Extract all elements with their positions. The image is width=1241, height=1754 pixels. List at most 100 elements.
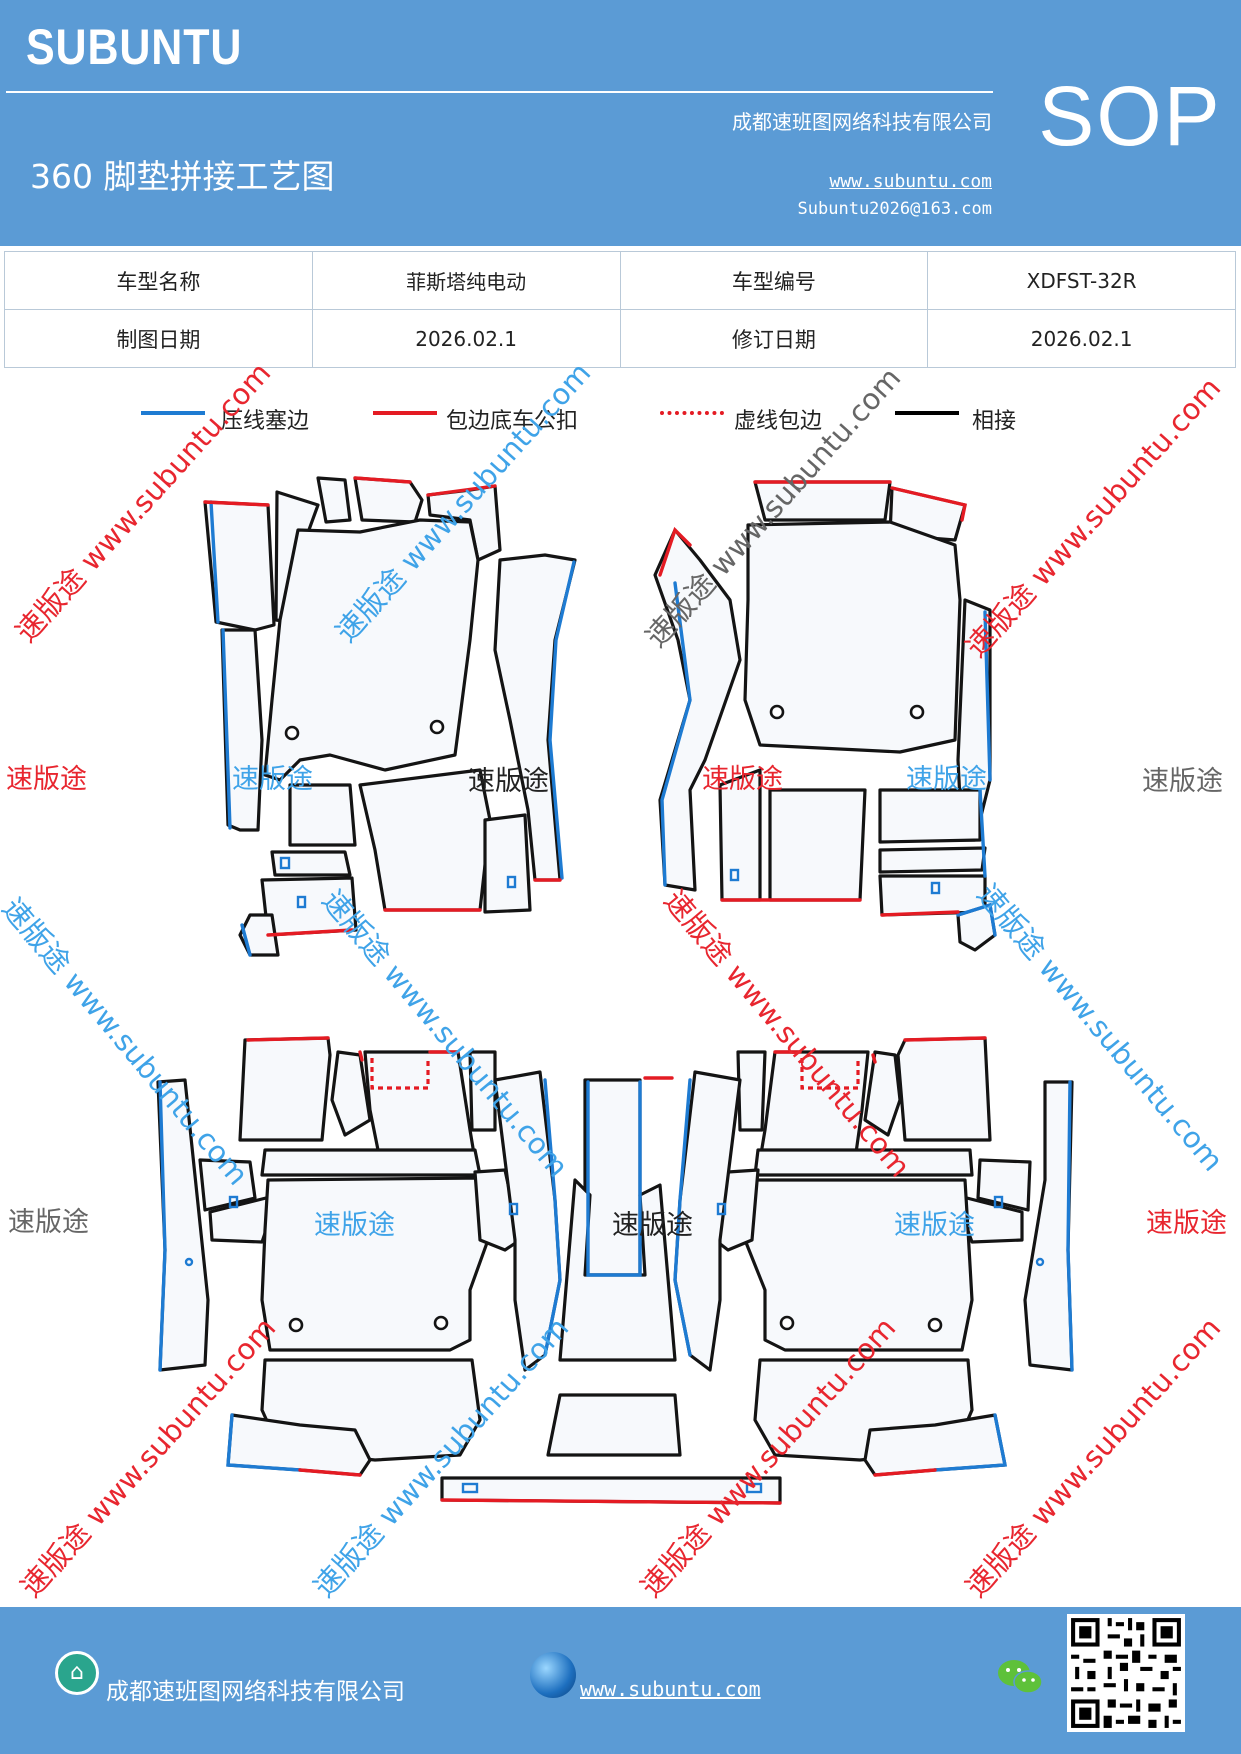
footer-company-name: 成都速班图网络科技有限公司 bbox=[106, 1679, 405, 1705]
mat-piece bbox=[768, 788, 867, 902]
clip-slot bbox=[184, 1257, 194, 1267]
fixing-hole bbox=[429, 719, 445, 735]
fixing-hole bbox=[284, 725, 300, 741]
mat-piece bbox=[878, 788, 982, 844]
mat-piece bbox=[583, 1078, 642, 1277]
legend-label: 相接 bbox=[972, 409, 1017, 434]
header-divider bbox=[6, 91, 993, 93]
mat-piece bbox=[1023, 1080, 1074, 1372]
legend-label: 压线塞边 bbox=[221, 409, 310, 434]
mat-piece bbox=[260, 1148, 482, 1177]
mat-piece bbox=[878, 846, 987, 874]
footer-banner: ⌂ 成都速班图网络科技有限公司 www.subuntu.com bbox=[0, 1607, 1241, 1754]
mat-piece bbox=[718, 768, 762, 902]
mat-piece bbox=[976, 1158, 1032, 1212]
clip-slot bbox=[461, 1482, 479, 1494]
home-icon: ⌂ bbox=[55, 1651, 99, 1695]
table-row: 制图日期 2026.02.1 修订日期 2026.02.1 bbox=[4, 309, 1236, 368]
fixing-hole bbox=[433, 1315, 449, 1331]
mat-piece bbox=[753, 480, 892, 522]
wechat-icon bbox=[998, 1660, 1043, 1694]
clip-slot bbox=[508, 1202, 519, 1216]
pressed-edge-line bbox=[158, 1078, 562, 1472]
mat-piece bbox=[736, 1050, 767, 1132]
clip-slot bbox=[729, 868, 740, 882]
table-cell-label: 制图日期 bbox=[4, 309, 313, 368]
table-cell-label: 修订日期 bbox=[619, 309, 929, 368]
fixing-hole bbox=[769, 704, 785, 720]
clip-slot bbox=[745, 1482, 763, 1494]
binding-edge-line bbox=[440, 1498, 782, 1505]
table-cell-value: 菲斯塔纯电动 bbox=[311, 251, 621, 310]
mat-piece bbox=[238, 1036, 332, 1142]
document-title: 360 脚垫拼接工艺图 bbox=[30, 157, 335, 196]
table-cell-label: 车型编号 bbox=[619, 251, 929, 310]
brand-logo: SUBUNTU bbox=[26, 19, 243, 75]
table-cell-value: XDFST-32R bbox=[927, 251, 1236, 310]
fixing-hole bbox=[288, 1317, 304, 1333]
fixing-hole bbox=[909, 704, 925, 720]
mat-piece bbox=[758, 1050, 870, 1162]
table-cell-label: 车型名称 bbox=[4, 251, 313, 310]
clip-slot bbox=[993, 1195, 1004, 1209]
legend-label: 虚线包边 bbox=[734, 409, 823, 434]
legend-swatch-black bbox=[895, 411, 959, 415]
vehicle-info-table: 车型名称 菲斯塔纯电动 车型编号 XDFST-32R 制图日期 2026.02.… bbox=[4, 251, 1236, 368]
legend-swatch-blue bbox=[141, 411, 205, 415]
mat-piece bbox=[238, 913, 280, 957]
mat-piece bbox=[753, 1148, 974, 1177]
table-row: 车型名称 菲斯塔纯电动 车型编号 XDFST-32R bbox=[4, 251, 1236, 310]
mat-piece bbox=[198, 1158, 257, 1212]
clip-slot bbox=[716, 1202, 727, 1216]
mat-piece bbox=[743, 1178, 974, 1352]
mat-piece bbox=[546, 1393, 682, 1457]
mat-piece bbox=[220, 628, 264, 832]
legend-swatch-dashed-red bbox=[660, 411, 724, 415]
dashed-binding-line bbox=[370, 1058, 430, 1090]
globe-icon bbox=[530, 1652, 576, 1698]
mat-piece bbox=[363, 1050, 477, 1162]
mat-piece bbox=[263, 518, 480, 782]
header-website-link[interactable]: www.subuntu.com bbox=[829, 171, 992, 192]
clip-slot bbox=[228, 1195, 239, 1209]
mat-piece bbox=[330, 1050, 372, 1137]
pressed-edge-line bbox=[660, 581, 997, 937]
clip-slot bbox=[506, 875, 517, 889]
floor-mat-assembly-diagram bbox=[156, 476, 1074, 1505]
front-left-mat-group bbox=[203, 476, 577, 957]
binding-edge-line bbox=[643, 1036, 987, 1477]
table-cell-value: 2026.02.1 bbox=[927, 309, 1236, 368]
clip-slot bbox=[296, 895, 307, 909]
header-email: Subuntu2026@163.com bbox=[797, 199, 992, 219]
header-banner: SUBUNTU 成都速班图网络科技有限公司 www.subuntu.com Su… bbox=[0, 0, 1241, 246]
fixing-hole bbox=[779, 1315, 795, 1331]
rear-center-mat-group bbox=[440, 1078, 782, 1505]
mat-piece bbox=[208, 1193, 280, 1244]
mat-piece bbox=[260, 876, 358, 937]
binding-edge-line bbox=[658, 480, 967, 917]
dashed-binding-line bbox=[800, 1058, 860, 1090]
pressed-edge-line bbox=[209, 500, 576, 957]
clip-slot bbox=[1035, 1257, 1045, 1267]
rear-right-mat-group bbox=[643, 1036, 1074, 1477]
clip-slot bbox=[930, 881, 941, 895]
mat-piece bbox=[743, 520, 962, 754]
pressed-edge-line bbox=[673, 1078, 1074, 1472]
table-cell-value: 2026.02.1 bbox=[311, 309, 621, 368]
legend-label: 包边底车公扣 bbox=[446, 409, 579, 434]
fixing-hole bbox=[927, 1317, 943, 1333]
mat-piece bbox=[316, 476, 352, 524]
mat-piece bbox=[270, 850, 352, 877]
mat-piece bbox=[353, 476, 424, 524]
legend-swatch-red bbox=[373, 411, 437, 415]
mat-piece bbox=[468, 1050, 497, 1132]
mat-piece bbox=[288, 783, 357, 847]
header-company-name: 成都速班图网络科技有限公司 bbox=[732, 110, 992, 134]
sop-badge: SOP bbox=[1038, 69, 1222, 163]
front-right-mat-group bbox=[653, 480, 997, 952]
mat-piece bbox=[896, 1036, 992, 1142]
qr-code[interactable] bbox=[1067, 1614, 1185, 1732]
footer-website-link[interactable]: www.subuntu.com bbox=[580, 1677, 761, 1701]
mat-piece bbox=[863, 1050, 902, 1137]
mat-piece bbox=[483, 813, 532, 914]
